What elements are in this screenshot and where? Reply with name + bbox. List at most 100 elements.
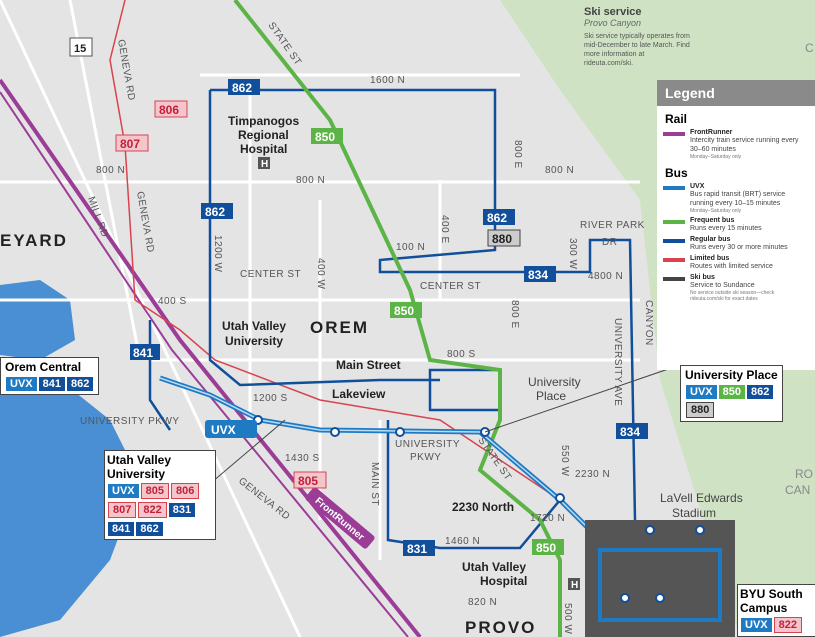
legend-ski: Ski bus Service to Sundance No service o… <box>663 274 809 302</box>
frequent-swatch <box>663 220 685 224</box>
station-byu-south-name-1: BYU South <box>740 587 803 601</box>
street-300-w: 300 W <box>567 238 578 269</box>
place-lavell-1: LaVell Edwards <box>660 491 743 505</box>
legend-uvx-desc: Bus rapid transit (BRT) service running … <box>690 191 786 207</box>
badge-850-top: 850 <box>315 130 335 144</box>
street-800-n-west: 800 N <box>96 165 125 176</box>
street-university-pkwy-mid1: UNIVERSITY <box>395 439 460 450</box>
place-lakeview: Lakeview <box>332 387 386 401</box>
byu-campus-area <box>585 520 735 637</box>
legend-frontrunner-note: Monday–Saturday only <box>690 154 742 160</box>
badge-831: 831 <box>407 542 427 556</box>
street-800-n-east: 800 N <box>545 165 574 176</box>
street-center-st-west: CENTER ST <box>240 269 301 280</box>
legend-panel: Legend Rail FrontRunner Intercity train … <box>657 80 815 370</box>
frontrunner-line <box>0 78 422 637</box>
chip-uvx: UVX <box>741 618 772 632</box>
hospital-icon <box>258 157 270 169</box>
hospital-icon-uvh <box>568 578 580 590</box>
legend-frequent-desc: Runs every 15 minutes <box>690 225 762 232</box>
legend-frontrunner-name: FrontRunner <box>690 129 733 136</box>
street-university-pkwy-mid2: PKWY <box>410 452 441 463</box>
place-timpanogos-2: Regional <box>238 128 289 142</box>
frontrunner-track-label-bg <box>305 487 375 549</box>
station-uvu-name-1: Utah Valley <box>107 453 172 467</box>
street-500-w: 500 W <box>562 603 573 634</box>
ski-service-note: Ski service Provo Canyon Ski service typ… <box>584 6 694 68</box>
chip-uvx: UVX <box>686 385 717 399</box>
street-1600-n: 1600 N <box>370 75 405 86</box>
badge-880: 880 <box>492 232 512 246</box>
legend-regular-name: Regular bus <box>690 236 731 243</box>
chip-uvx: UVX <box>6 377 37 391</box>
chip-841: 841 <box>108 522 135 536</box>
street-800-e: 800 E <box>512 140 523 169</box>
chip-862: 862 <box>746 385 774 399</box>
chip-850: 850 <box>718 385 745 399</box>
place-lavell-2: Stadium <box>672 506 716 520</box>
street-400-e: 400 E <box>439 215 450 244</box>
chip-841: 841 <box>38 377 65 391</box>
badge-uvx: UVX <box>211 423 236 437</box>
uvx-campus-loop <box>598 548 722 622</box>
legend-limited: Limited bus Routes with limited service <box>663 255 809 271</box>
ski-service-title: Ski service <box>584 6 642 18</box>
legend-uvx-name: UVX <box>690 183 705 190</box>
legend-frontrunner: FrontRunner Intercity train service runn… <box>663 129 809 160</box>
legend-uvx: UVX Bus rapid transit (BRT) service runn… <box>663 183 809 214</box>
badge-834-center: 834 <box>528 268 548 282</box>
station-orem-central-name: Orem Central <box>5 360 82 374</box>
hospital-icon-uvh-letter: H <box>571 580 578 591</box>
legend-frequent: Frequent bus Runs every 15 minutes <box>663 217 809 233</box>
legend-limited-desc: Routes with limited service <box>690 263 773 270</box>
place-univ-place-1: University <box>528 375 581 389</box>
street-canyon: CANYON <box>643 300 654 346</box>
interstate-15-number: 15 <box>74 43 86 55</box>
street-1460-n: 1460 N <box>445 536 480 547</box>
street-1430-s: 1430 S <box>285 453 320 464</box>
street-university-pkwy-west: UNIVERSITY PKWY <box>80 416 180 427</box>
utah-lake <box>0 380 140 637</box>
badge-834-south: 834 <box>620 425 640 439</box>
chip-805: 805 <box>140 483 169 499</box>
badge-805: 805 <box>298 474 318 488</box>
place-timpanogos-1: Timpanogos <box>228 114 299 128</box>
street-550-w: 550 W <box>559 445 570 476</box>
badge-850-mid: 850 <box>394 304 414 318</box>
region-label-ro: RO <box>795 467 813 481</box>
city-label-orem: OREM <box>310 318 369 337</box>
region-label-c: C <box>805 41 814 55</box>
chip-862: 862 <box>136 522 163 536</box>
legend-rail-heading: Rail <box>665 112 688 126</box>
legend-bus-heading: Bus <box>665 166 688 180</box>
chip-822: 822 <box>773 617 802 633</box>
regular-swatch <box>663 239 685 243</box>
place-uvu-1: Utah Valley <box>222 319 286 333</box>
ski-service-body: Ski service typically operates from mid-… <box>584 33 690 67</box>
chip-806: 806 <box>170 483 200 499</box>
ski-service-subtitle: Provo Canyon <box>584 18 642 28</box>
street-400-s: 400 S <box>158 296 187 307</box>
place-univ-place-2: Place <box>536 389 566 403</box>
station-university-place-name: University Place <box>685 368 778 382</box>
street-university-ave: UNIVERSITY AVE <box>612 318 623 406</box>
place-2230-north: 2230 North <box>452 500 514 514</box>
ski-swatch <box>663 277 685 281</box>
chip-822: 822 <box>138 502 167 518</box>
legend-frontrunner-desc: Intercity train service running every 30… <box>690 137 799 153</box>
legend-ski-name: Ski bus <box>690 274 715 281</box>
legend-title: Legend <box>657 80 815 106</box>
badge-862-east: 862 <box>487 211 507 225</box>
legend-frequent-name: Frequent bus <box>690 217 735 224</box>
badge-862-west: 862 <box>205 205 225 219</box>
chip-uvx: UVX <box>108 484 139 498</box>
legend-regular-desc: Runs every 30 or more minutes <box>690 244 788 251</box>
uvx-swatch <box>663 186 685 190</box>
